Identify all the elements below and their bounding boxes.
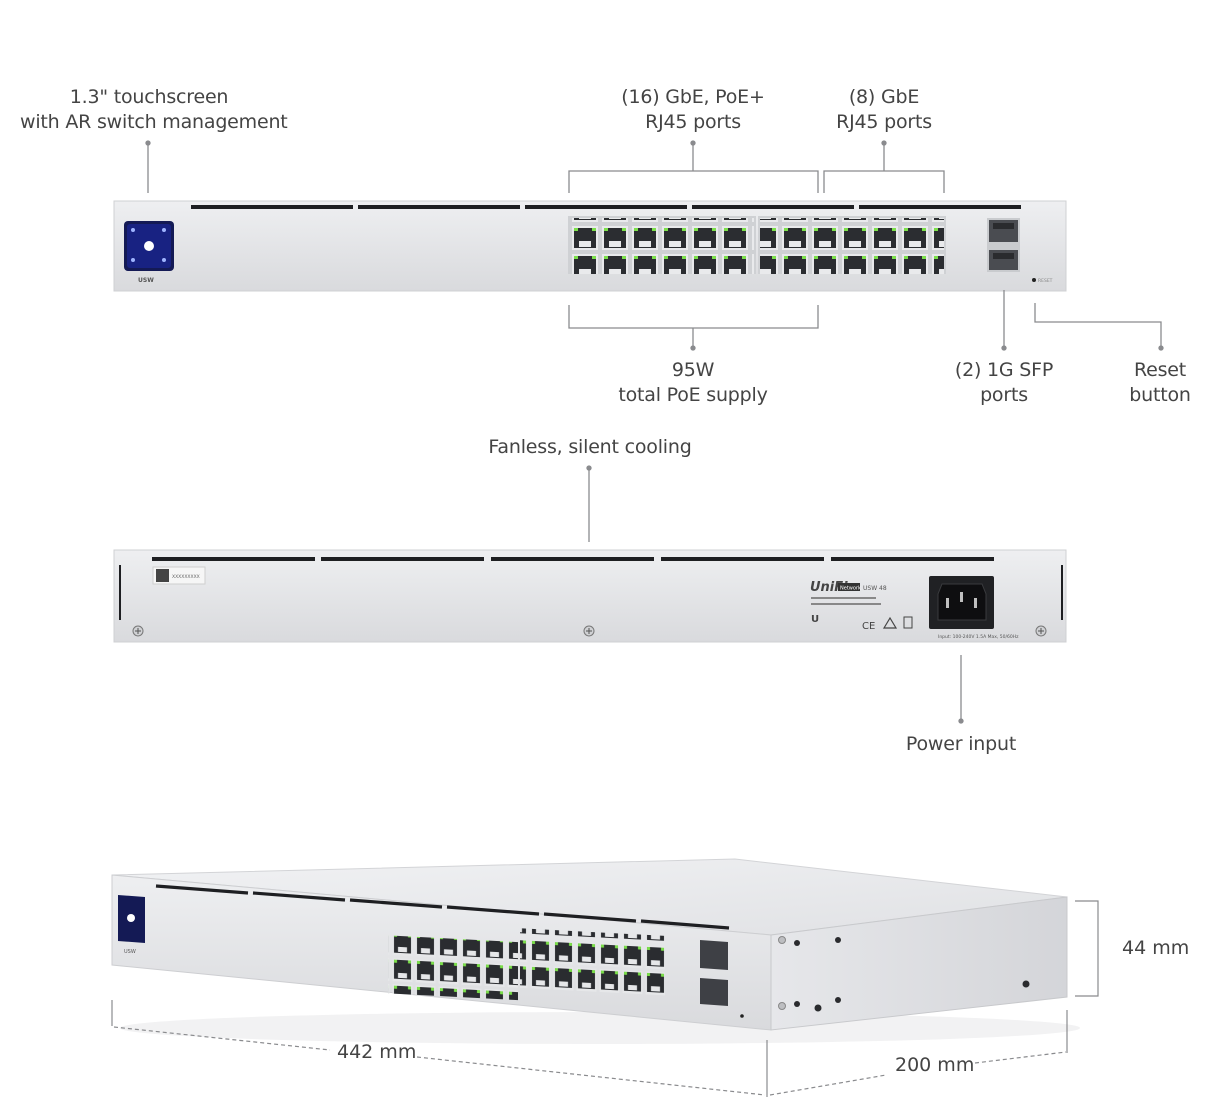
perspective-sfp-top bbox=[700, 940, 728, 970]
ce-mark: CE bbox=[862, 621, 875, 632]
rj45-ports-13-24 bbox=[760, 218, 944, 274]
side-holes bbox=[794, 937, 1030, 1012]
touchscreen-center-icon bbox=[144, 241, 154, 251]
height-dimension: 44 mm bbox=[1122, 937, 1190, 959]
rear-screws bbox=[132, 625, 1047, 637]
perspective-logo: USW bbox=[124, 949, 136, 955]
perspective-view: USW bbox=[111, 858, 1080, 1044]
rear-badge-box bbox=[838, 583, 860, 591]
gbe-ports-callout: (8) GbE RJ45 ports bbox=[836, 86, 932, 133]
rear-vents bbox=[152, 557, 994, 561]
reset-button-callout: Reset button bbox=[1129, 359, 1191, 406]
rear-callout-lines bbox=[586, 465, 964, 724]
front-logo: USW bbox=[138, 277, 154, 284]
reset-text: RESET bbox=[1038, 278, 1053, 284]
dimension-lines bbox=[111, 900, 1099, 1097]
perspective-sfp-bottom bbox=[700, 978, 728, 1006]
perspective-ports-b bbox=[520, 928, 665, 996]
serial-text: XXXXXXXXX bbox=[172, 574, 200, 580]
cooling-callout: Fanless, silent cooling bbox=[488, 436, 692, 458]
perspective-ports-a bbox=[388, 935, 518, 1001]
rj45-ports-1-12 bbox=[570, 218, 754, 274]
floor-shadow bbox=[120, 1012, 1080, 1044]
perspective-vents bbox=[155, 884, 730, 930]
reset-pinhole bbox=[1032, 278, 1036, 282]
power-input-callout: Power input bbox=[905, 733, 1017, 755]
poe-supply-callout: 95W total PoE supply bbox=[618, 359, 768, 406]
sfp-ports-callout: (2) 1G SFP ports bbox=[954, 359, 1054, 406]
poe-ports-callout: (16) GbE, PoE+ RJ45 ports bbox=[621, 86, 765, 133]
front-vents bbox=[191, 205, 1021, 209]
front-callout-lines bbox=[145, 140, 1164, 351]
width-dimension: 442 mm bbox=[337, 1041, 417, 1063]
depth-dimension: 200 mm bbox=[895, 1054, 975, 1076]
ubiquiti-logo: U bbox=[811, 614, 819, 625]
compliance-icon bbox=[882, 616, 898, 629]
rear-view: XXXXXXXXX UniFi Network USW 48 U CE Inpu… bbox=[113, 549, 1067, 643]
side-face bbox=[770, 896, 1068, 1031]
rear-model: USW 48 bbox=[863, 585, 887, 592]
front-view: USW RESET bbox=[113, 200, 1067, 292]
weee-icon bbox=[903, 616, 913, 629]
touchscreen-callout: 1.3" touchscreen with AR switch manageme… bbox=[20, 86, 288, 133]
power-input-text: Input: 100-240V 1.5A Max, 50/60Hz bbox=[938, 634, 1019, 640]
rear-badge: Network bbox=[840, 586, 861, 592]
